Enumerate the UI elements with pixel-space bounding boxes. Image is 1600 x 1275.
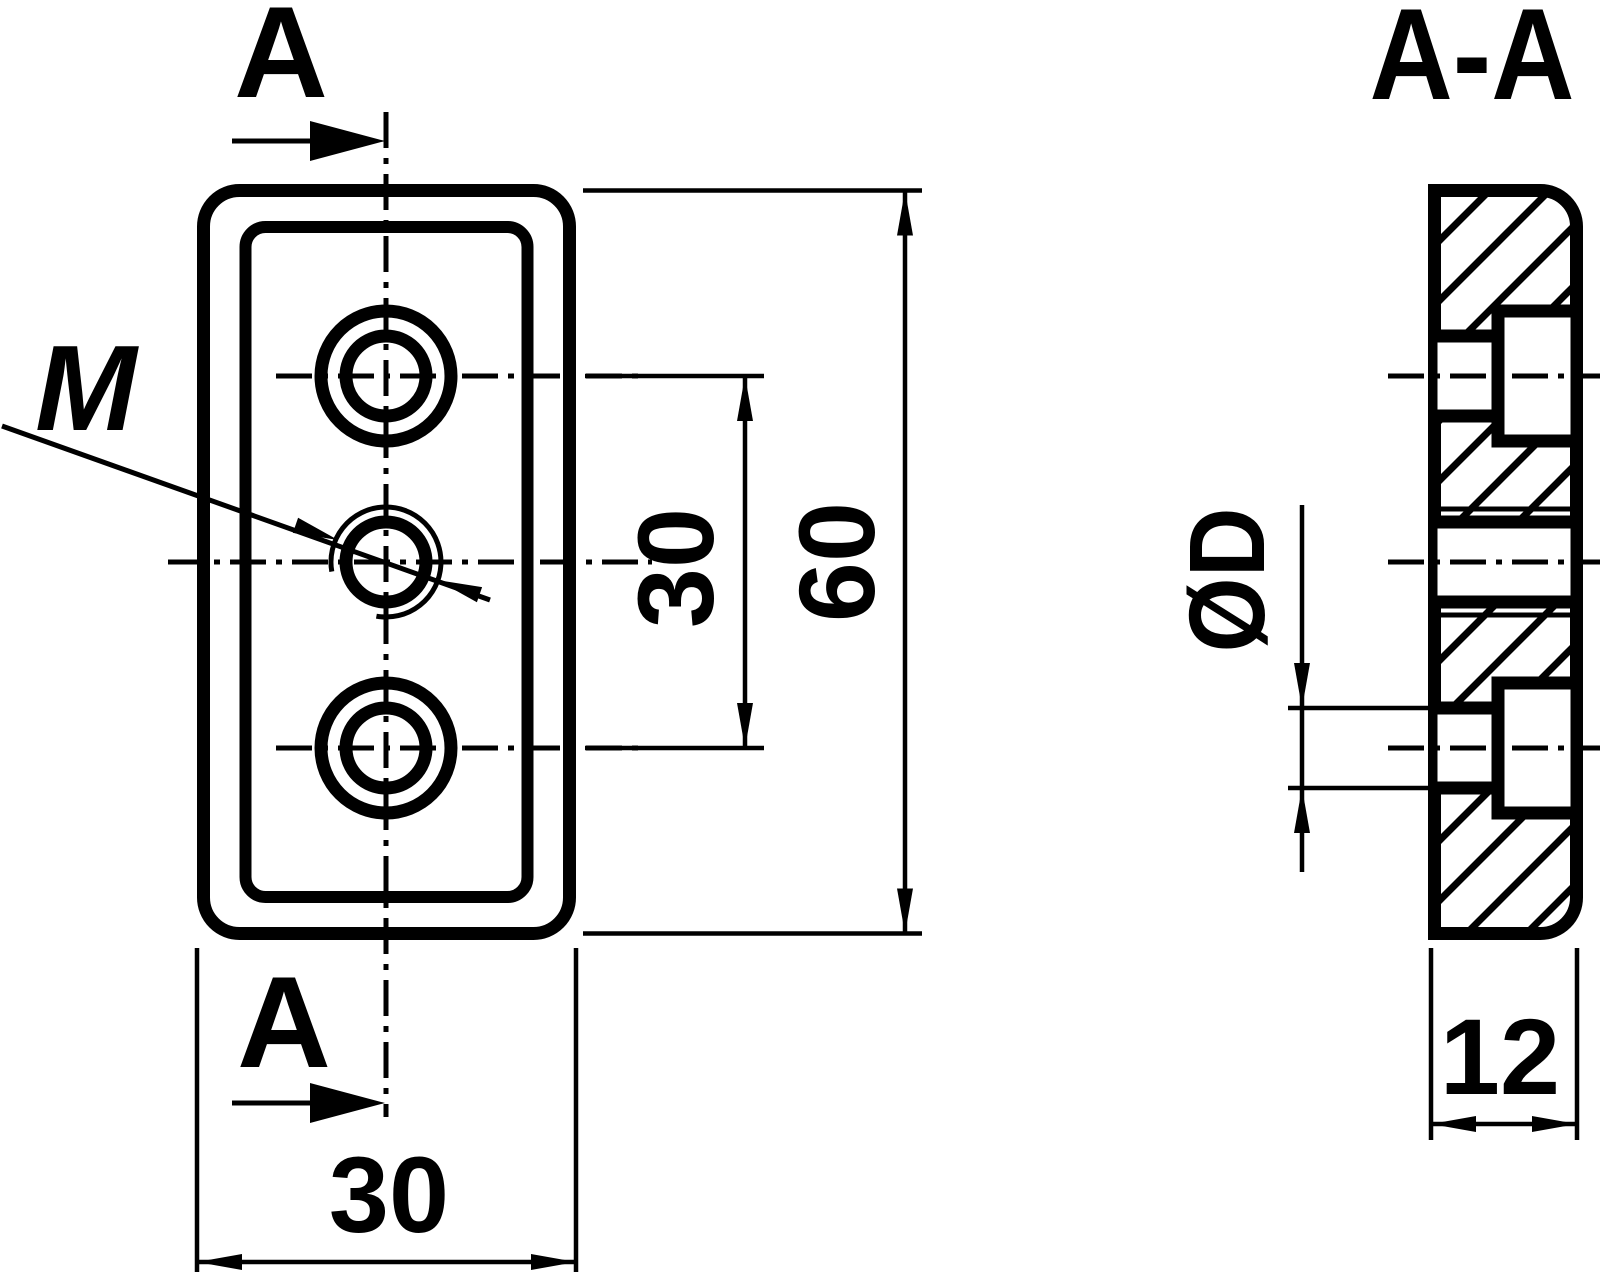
- dim-arrow-icon: [897, 190, 913, 236]
- section-arrow-icon: [310, 121, 385, 161]
- dim-hole-diameter: ØD: [1166, 505, 1428, 872]
- dim-hole-spacing-value: 30: [615, 508, 736, 628]
- front-view: M A A 30 60: [1, 0, 922, 1272]
- dim-plate-width: 30: [194, 948, 579, 1272]
- bottom-hole-counterbore-circle: [314, 676, 458, 820]
- dim-hole-spacing: 30: [585, 373, 764, 751]
- dim-arrow-icon: [197, 1254, 242, 1270]
- plate-inner-outline: [239, 221, 534, 903]
- section-cut-marker-bottom: A: [232, 949, 385, 1123]
- center-thread-hole-circle: [339, 515, 433, 609]
- thread-leader-arrow-icon: [292, 517, 338, 540]
- section-arrow-icon: [310, 1083, 385, 1123]
- thread-arc: [328, 504, 444, 620]
- dim-plate-height: 60: [583, 188, 922, 936]
- dim-plate-height-value: 60: [776, 502, 897, 622]
- dim-plate-width-value: 30: [329, 1134, 449, 1255]
- thread-leader-line: [1, 423, 491, 603]
- dim-arrow-icon: [1532, 1116, 1577, 1132]
- dim-arrow-icon: [1294, 788, 1310, 833]
- dim-arrow-icon: [737, 376, 753, 421]
- dim-plate-thickness: 12: [1428, 948, 1580, 1140]
- top-hole-counterbore-circle: [314, 304, 458, 448]
- thread-leader-arrow-icon: [437, 580, 483, 603]
- thread-callout: M: [1, 320, 491, 603]
- bottom-hole-circle: [339, 701, 433, 795]
- dim-arrow-icon: [897, 888, 913, 934]
- dim-arrow-icon: [1431, 1116, 1476, 1132]
- section-title: A-A: [1370, 0, 1575, 127]
- dim-arrow-icon: [737, 703, 753, 748]
- dim-arrow-icon: [531, 1254, 576, 1270]
- thread-size-label: M: [35, 320, 139, 456]
- section-marker-letter: A: [234, 0, 328, 125]
- dim-hole-diameter-value: ØD: [1166, 508, 1287, 653]
- section-cut-marker-top: A: [232, 0, 385, 161]
- section-marker-letter: A: [237, 949, 331, 1095]
- section-view: A-A: [1166, 0, 1600, 1140]
- top-hole-circle: [339, 329, 433, 423]
- plate-outer-outline: [197, 184, 576, 940]
- dim-plate-thickness-value: 12: [1440, 996, 1560, 1117]
- dim-arrow-icon: [1294, 663, 1310, 708]
